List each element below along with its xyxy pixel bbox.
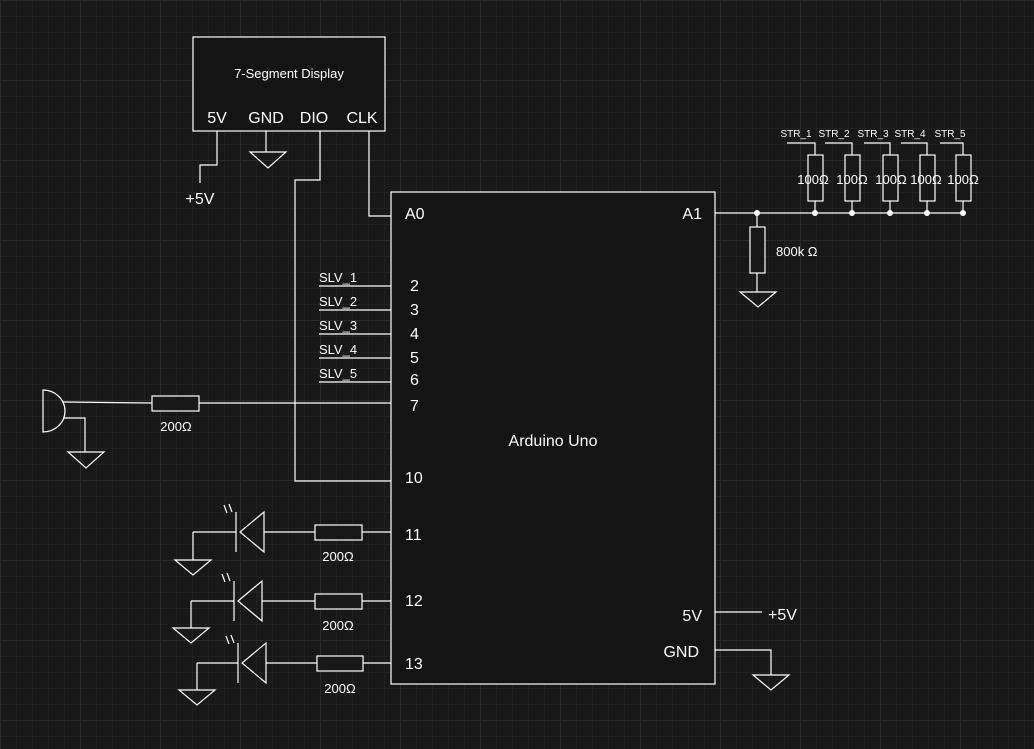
buzzer-resistor (151, 395, 200, 412)
slv-4-label: SLV_4 (319, 342, 357, 357)
arduino-gnd-wire (715, 649, 772, 675)
arduino-pin-2: 2 (410, 278, 419, 295)
led-2: 200Ω (171, 572, 391, 644)
arduino-pin-10: 10 (405, 470, 423, 487)
led-2-ground-icon (171, 627, 211, 644)
buzzer-resistor-label: 200Ω (160, 419, 192, 434)
str-4-resistor-label: 100Ω (910, 172, 942, 187)
display-ground-icon (248, 131, 288, 169)
arduino-vcc-label: +5V (768, 607, 797, 624)
led-1-icon (239, 510, 265, 554)
arduino-title: Arduino Uno (509, 433, 598, 450)
buzzer-icon (42, 389, 66, 433)
arduino-pin-a1: A1 (682, 206, 702, 223)
arduino-pin-5: 5 (410, 350, 419, 367)
led-1-resistor-label: 200Ω (322, 549, 354, 564)
slv-3-label: SLV_3 (319, 318, 357, 333)
led-2-icon (237, 579, 263, 623)
display-pin-gnd: GND (248, 110, 284, 127)
slv-1-label: SLV_1 (319, 270, 357, 285)
buzzer-ground-icon (66, 451, 106, 469)
led-2-resistor (314, 593, 363, 610)
led-1-ground-icon (173, 559, 213, 576)
str-3-label: STR_3 (857, 129, 889, 140)
string-ladder: 800k Ω STR_1 100Ω STR_2 100Ω STR_3 100Ω … (715, 129, 979, 308)
display-pin-clk: CLK (346, 110, 377, 127)
arduino-ground-icon (751, 674, 791, 691)
str-3-resistor-label: 100Ω (875, 172, 907, 187)
arduino-pin-12: 12 (405, 593, 423, 610)
display-pin-dio: DIO (300, 110, 328, 127)
slave-lines: SLV_1 SLV_2 SLV_3 SLV_4 SLV_5 (319, 270, 391, 383)
str-2-resistor-label: 100Ω (836, 172, 868, 187)
pulldown-resistor (749, 226, 766, 274)
arduino-pin-5v: 5V (682, 608, 702, 625)
seven-segment-display: 7-Segment Display 5V GND DIO CLK (192, 36, 386, 132)
arduino-pin-gnd: GND (663, 644, 699, 661)
arduino-pin-6: 6 (410, 372, 419, 389)
arduino-pin-11: 11 (405, 527, 422, 544)
pulldown-ground-icon (738, 291, 778, 308)
arduino-pin-3: 3 (410, 302, 419, 319)
str-1-label: STR_1 (780, 129, 812, 140)
pulldown-resistor-label: 800k Ω (776, 244, 818, 259)
led-1: 200Ω (173, 503, 391, 576)
display-vcc-label: +5V (186, 191, 215, 208)
slv-2-label: SLV_2 (319, 294, 357, 309)
led-3-resistor-label: 200Ω (324, 681, 356, 696)
slv-5-label: SLV_5 (319, 366, 357, 381)
clk-wire (368, 131, 391, 217)
arduino-body (390, 191, 716, 685)
display-vcc-wire (199, 131, 218, 183)
arduino-pin-7: 7 (410, 398, 419, 415)
led-3: 200Ω (177, 634, 391, 706)
led-3-resistor (316, 655, 364, 672)
str-5-label: STR_5 (934, 129, 966, 140)
str-2-label: STR_2 (818, 129, 850, 140)
led-1-resistor (314, 524, 363, 541)
display-body (192, 36, 386, 132)
led-2-resistor-label: 200Ω (322, 618, 354, 633)
buzzer: 200Ω (42, 389, 391, 469)
led-3-icon (241, 641, 267, 685)
display-pin-5v: 5V (207, 110, 227, 127)
str-4-label: STR_4 (894, 129, 926, 140)
dio-wire (294, 131, 391, 482)
arduino-pin-4: 4 (410, 326, 419, 343)
arduino-uno: Arduino Uno A0 A1 2 3 4 5 6 7 10 11 12 1… (390, 191, 716, 685)
arduino-pin-13: 13 (405, 656, 423, 673)
str-1-resistor-label: 100Ω (797, 172, 829, 187)
arduino-pin-a0: A0 (405, 206, 425, 223)
led-3-ground-icon (177, 689, 217, 706)
display-title: 7-Segment Display (234, 66, 344, 81)
str-5-resistor-label: 100Ω (947, 172, 979, 187)
